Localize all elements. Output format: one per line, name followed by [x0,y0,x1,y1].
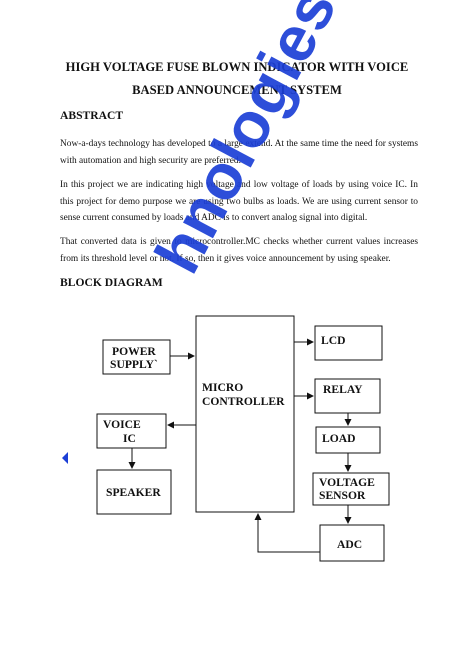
relay-label: RELAY [323,383,363,396]
voltage-sensor-label-1: VOLTAGE [319,476,375,489]
adc-label: ADC [337,538,362,551]
power-supply-block [102,339,171,375]
lcd-block [314,325,383,361]
title-line-2: BASED ANNOUNCEMENT SYSTEM [132,83,342,97]
voice-ic-label-2: IC [123,432,136,445]
micro-label-2: CONTROLLER [202,395,285,408]
micro-label-1: MICRO [202,381,243,394]
relay-block [314,378,381,414]
lcd-label: LCD [321,334,345,347]
block-diagram-heading: BLOCK DIAGRAM [60,276,163,289]
paragraph-1: Now-a-days technology has developed to a… [60,139,418,166]
adc-block [319,524,385,562]
voltage-sensor-label-2: SENSOR [319,489,366,502]
voice-ic-label-1: VOICE [103,418,141,431]
power-supply-label-1: POWER [112,345,156,358]
load-label: LOAD [322,432,356,445]
abstract-heading: ABSTRACT [60,109,124,122]
paragraph-2: In this project we are indicating high v… [60,180,418,223]
voice-ic-block [96,413,167,449]
load-block [315,426,381,454]
document-title: HIGH VOLTAGE FUSE BLOWN INDICATOR WITH V… [40,56,434,102]
microcontroller-block [195,315,295,513]
paragraph-3: That converted data is given to microcon… [60,237,418,264]
left-arrow-icon[interactable] [62,452,68,464]
voltage-sensor-block [312,472,390,506]
speaker-block [96,469,172,515]
arrow-adc-to-mc [254,513,320,553]
title-line-1: HIGH VOLTAGE FUSE BLOWN INDICATOR WITH V… [65,60,409,74]
speaker-label: SPEAKER [106,486,161,499]
power-supply-label-2: SUPPLY` [110,358,158,371]
